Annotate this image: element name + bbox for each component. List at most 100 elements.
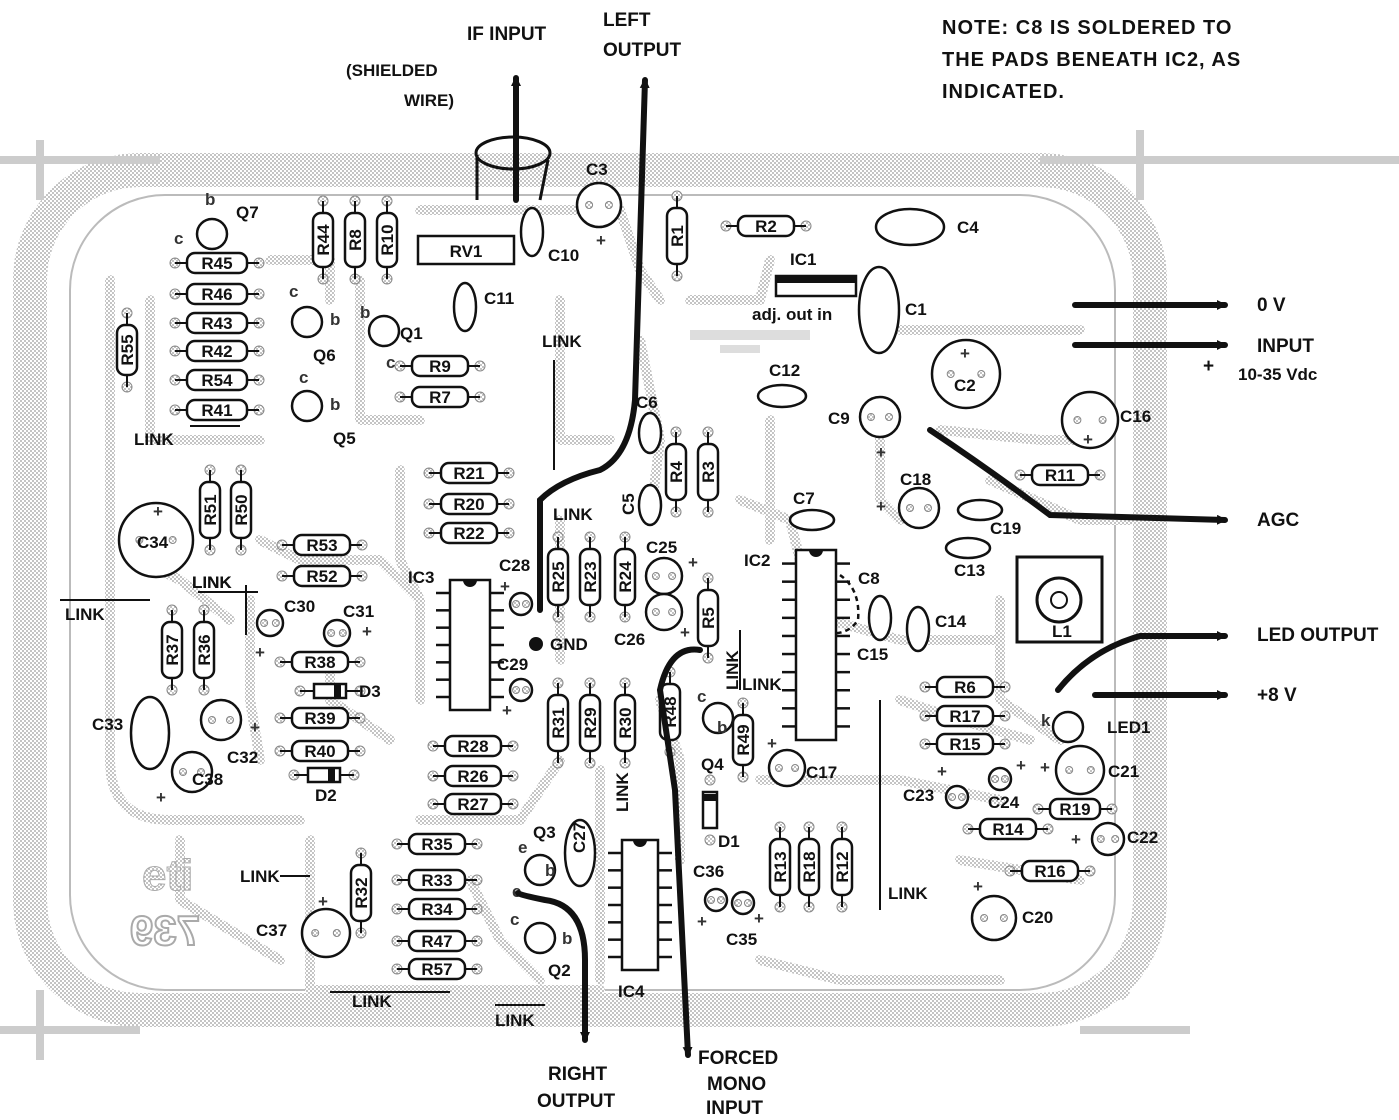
d1-label: D1: [718, 832, 740, 851]
r47-body: [407, 929, 467, 953]
c35-body: [730, 890, 756, 916]
solder-pad: [585, 201, 594, 209]
r47-label: R47: [421, 932, 452, 951]
agc-wire: [927, 427, 1228, 525]
ic4-notch: [633, 840, 647, 847]
solder-pad: [604, 201, 613, 209]
r29-body: [578, 693, 602, 753]
c31-body: [322, 618, 352, 648]
pin-plus-label: +: [960, 344, 970, 363]
c8-label: C8: [858, 569, 880, 588]
r19-body: [1048, 797, 1102, 821]
r40-body: [290, 739, 350, 763]
r12-label: R12: [833, 851, 852, 882]
c10-label: C10: [548, 246, 579, 265]
c3-body: [575, 181, 623, 229]
c7-body: [788, 508, 836, 532]
left-output-label-1: LEFT: [603, 10, 651, 31]
solder-pad: [226, 716, 234, 724]
q6-label: Q6: [313, 346, 336, 365]
c23-label: C23: [903, 786, 934, 805]
r54-body: [185, 368, 249, 392]
c18-body: [897, 486, 941, 530]
q4-label: Q4: [701, 755, 724, 774]
link-label: LINK: [613, 772, 632, 812]
r55-label: R55: [118, 334, 137, 365]
ic1-label: IC1: [790, 250, 816, 269]
solder-pad: [707, 896, 716, 904]
r50-label: R50: [232, 494, 251, 525]
c38-body: [170, 750, 214, 794]
rv1-label: RV1: [450, 242, 483, 261]
r46-label: R46: [201, 285, 232, 304]
solder-pad: [651, 608, 660, 616]
pin-b-label: b: [545, 861, 555, 880]
c15-body: [867, 594, 893, 642]
r13-body: [768, 837, 792, 897]
link-label: LINK: [0, 0, 40, 4]
solder-pad: [1096, 835, 1105, 843]
forced-mono-label-2: MONO: [707, 1074, 766, 1095]
r41-label: R41: [201, 401, 232, 420]
r51-body: [198, 480, 222, 540]
ic3-notch: [463, 580, 477, 587]
q1-label: Q1: [400, 324, 423, 343]
link-label: LINK: [192, 573, 232, 592]
q1-body: [367, 314, 401, 348]
r15-label: R15: [949, 735, 980, 754]
c11-label: C11: [484, 289, 514, 308]
pin-plus-label: +: [1071, 830, 1081, 849]
solder-pad: [512, 686, 521, 694]
r17-label: R17: [949, 707, 980, 726]
c18-label: C18: [900, 470, 931, 489]
solder-pad: [651, 572, 660, 580]
solder-pad: [1086, 766, 1095, 774]
solder-pad: [1000, 775, 1009, 783]
ic2-notch: [809, 550, 823, 557]
l1-slug: [1050, 591, 1068, 609]
c25-body: [644, 556, 684, 596]
annotations: NOTE: C8 IS SOLDERED TO THE PADS BENEATH…: [129, 10, 1379, 1119]
c19-label: C19: [990, 519, 1021, 538]
q7-body: [195, 217, 229, 251]
r29-label: R29: [581, 707, 600, 738]
r21-label: R21: [453, 464, 484, 483]
r22-label: R22: [453, 524, 484, 543]
c30-label: C30: [284, 597, 315, 616]
plus8v-label: +8 V: [1257, 685, 1297, 706]
input-range-label: 10-35 Vdc: [1238, 365, 1317, 384]
pin-plus-label: +: [1040, 758, 1050, 777]
link-label: LINK: [192, 573, 232, 592]
right-output-label-1: RIGHT: [548, 1064, 608, 1085]
r27-body: [443, 792, 503, 816]
q5-body: [290, 389, 324, 423]
rv1-body: [416, 234, 516, 266]
r32-body: [349, 863, 373, 923]
c33-label: C33: [92, 715, 123, 734]
r2-body: [736, 214, 796, 238]
c35-label: C35: [726, 930, 757, 949]
r31-body: [546, 693, 570, 753]
r20-body: [439, 492, 499, 516]
c20-label: C20: [1022, 908, 1053, 927]
c26-label: C26: [614, 630, 645, 649]
d3-label: D3: [359, 682, 381, 701]
solder-pad: [885, 413, 893, 421]
c9-body: [858, 395, 902, 439]
pin-plus-label: +: [318, 892, 328, 911]
zero-v-label: 0 V: [1257, 295, 1286, 316]
c37-body: [300, 907, 352, 959]
right-output-label-2: OUTPUT: [537, 1091, 616, 1112]
r53-body: [292, 533, 352, 557]
pin-c-label: c: [299, 368, 308, 387]
solder-pad: [948, 793, 957, 801]
pin-plus-label: +: [876, 443, 886, 462]
if-input-label: IF INPUT: [467, 24, 547, 45]
pin-plus-label: +: [250, 718, 260, 737]
ic3-body: [448, 578, 492, 712]
r34-label: R34: [421, 900, 453, 919]
note-line-2: THE PADS BENEATH IC2, AS: [942, 49, 1241, 71]
c1-label: C1: [905, 300, 927, 319]
pin-plus-label: +: [1016, 756, 1026, 775]
q7-label: Q7: [236, 203, 259, 222]
